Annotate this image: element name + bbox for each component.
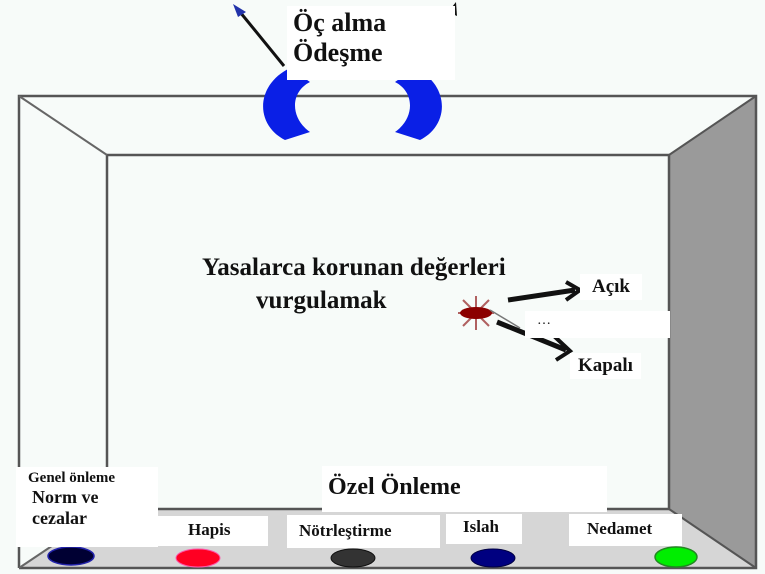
oval-islah: [470, 548, 516, 568]
genel-onleme-heading: Genel önleme: [28, 470, 116, 486]
islah-label: Islah: [446, 514, 522, 544]
norm-line2: cezalar: [32, 507, 87, 528]
oval-notrlestirme: [330, 548, 376, 568]
center-line2: vurgulamak: [256, 287, 387, 314]
ellipsis-box: …: [525, 311, 670, 338]
oval-norm: [47, 546, 95, 566]
acik-label: Açık: [580, 274, 642, 300]
kapali-label: Kapalı: [570, 353, 641, 379]
center-line1: Yasalarca korunan değerleri: [202, 254, 506, 281]
left-arc-shape: [263, 68, 310, 140]
hapis-label: Hapis: [158, 516, 268, 546]
right-arc-shape: [395, 68, 442, 140]
center-dot: [460, 307, 492, 319]
top-label-box: Öç alma Ödeşme: [287, 6, 455, 80]
nedamet-label: Nedamet: [569, 514, 682, 546]
norm-line1: Norm ve: [32, 487, 99, 508]
right-wall-panel: [669, 96, 756, 568]
odesme-text: Ödeşme: [293, 37, 383, 67]
ozel-onleme-heading: Özel Önleme: [322, 466, 607, 512]
oval-nedamet: [654, 546, 698, 568]
oc-alma-text: Öç alma: [293, 8, 387, 37]
oval-hapis: [175, 548, 221, 568]
notrlestirme-label: Nötrleştirme: [287, 515, 440, 548]
genel-onleme-box: Genel önleme Norm ve cezalar: [16, 467, 158, 547]
